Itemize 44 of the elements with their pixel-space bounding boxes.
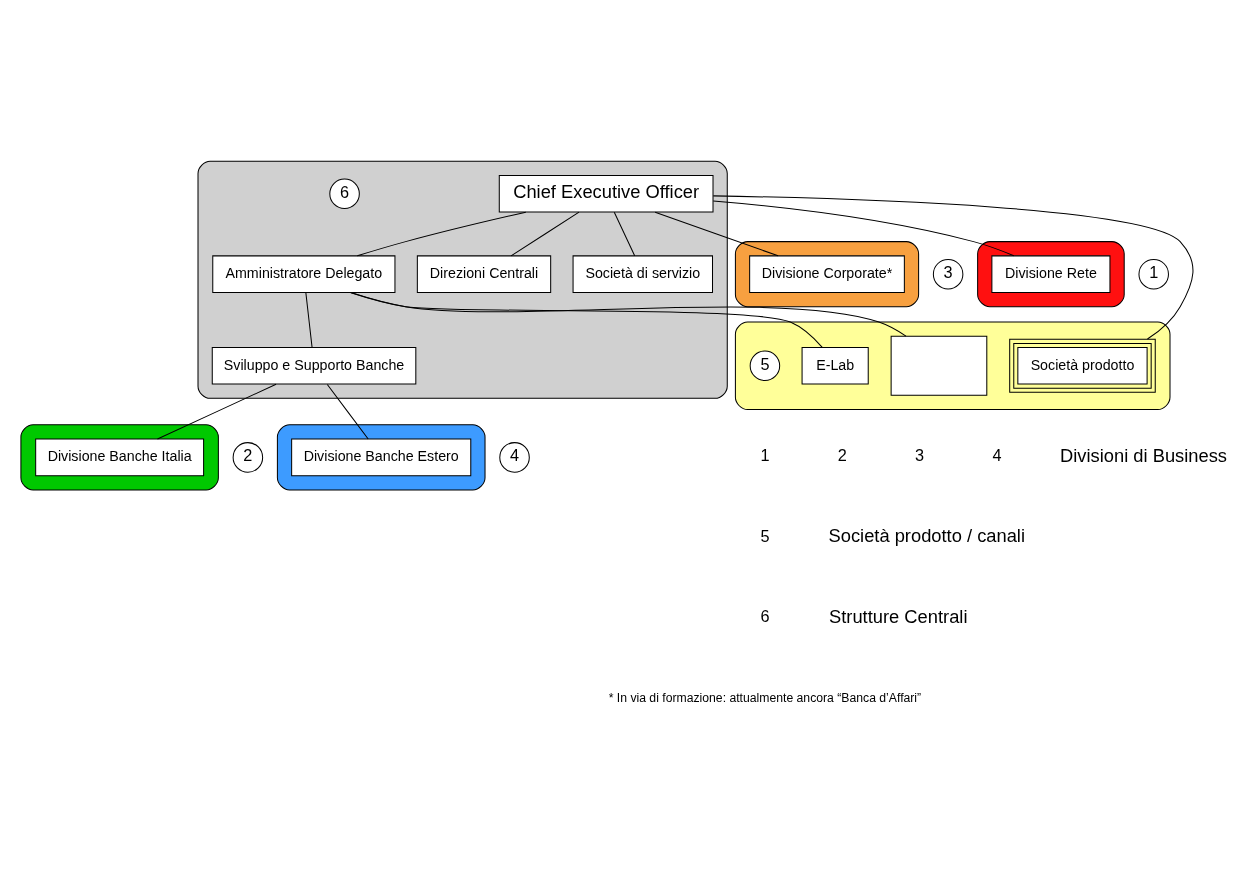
node-circle: 4 — [499, 441, 530, 473]
connector — [510, 211, 580, 256]
node-box: Chief Executive Officer — [498, 174, 714, 213]
cluster — [734, 240, 920, 307]
node-circle: 5 — [749, 350, 781, 381]
cluster — [734, 321, 1171, 410]
node-box: Sviluppo e Supporto Banche — [211, 346, 417, 385]
legend-label: Divisioni di Business — [1060, 444, 1227, 466]
node-box: E-Lab — [801, 346, 869, 385]
node-box: Divisione Rete — [991, 254, 1111, 293]
node-box: Direzioni Centrali — [416, 254, 552, 293]
connector — [157, 383, 277, 439]
cluster — [977, 240, 1125, 307]
label: 5 — [760, 526, 770, 545]
legend-label: Strutture Centrali — [829, 605, 968, 627]
connector — [350, 291, 823, 348]
node-circle: 6 — [329, 178, 360, 209]
label: 3 — [915, 445, 925, 464]
connector — [356, 211, 527, 256]
node-box: Divisione Banche Italia — [35, 438, 205, 476]
label: 1 — [760, 445, 770, 464]
node-box: Società di servizio — [572, 254, 713, 293]
node-box: Società prodotto — [1009, 338, 1156, 393]
connector — [350, 291, 907, 337]
label: * In via di formazione: attualmente ancora “Banca d’Affari” — [608, 690, 922, 705]
label: 2 — [837, 445, 847, 464]
connector — [305, 291, 313, 348]
legend-label: Società prodotto / canali — [828, 524, 1025, 546]
node-box: Amministratore Delegato — [212, 254, 396, 293]
cluster — [276, 423, 486, 490]
node-circle: 3 — [932, 258, 964, 289]
connector — [613, 211, 636, 256]
node-circle: 1 — [1138, 258, 1169, 289]
node-box: Divisione Corporate* — [749, 254, 905, 293]
label: 6 — [760, 606, 770, 625]
node-circle: 2 — [232, 441, 264, 473]
label: 4 — [992, 445, 1002, 464]
cluster — [197, 160, 728, 399]
cluster — [20, 423, 219, 490]
node-box — [890, 335, 988, 396]
connector — [654, 211, 779, 256]
node-box: Divisione Banche Estero — [291, 438, 472, 476]
connector — [712, 194, 1194, 340]
connector — [712, 200, 1015, 256]
